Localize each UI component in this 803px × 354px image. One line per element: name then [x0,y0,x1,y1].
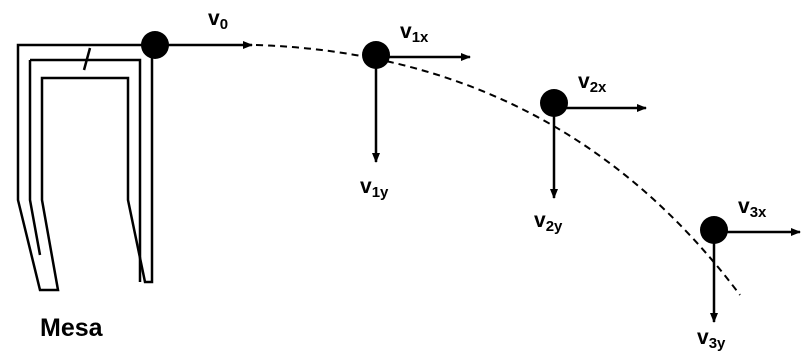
ball-3-circle [700,216,728,244]
ball-0-circle [141,31,169,59]
label-v0: v0 [208,7,228,33]
label-v2x: v2x [578,70,607,96]
trajectory-path [255,44,741,296]
table-inner-left-leg [28,60,42,256]
label-v1x: v1x [400,20,429,46]
table-drawer-mark [82,47,92,71]
label-v3y: v3y [697,326,726,352]
ball-1-circle [362,41,390,69]
label-v2y: v2y [534,209,563,235]
table-inner-right-leg [128,58,142,282]
table-label: Mesa [40,314,104,342]
table-outer-outline [16,43,154,292]
table-drawing [16,43,154,292]
ball-2 [540,89,647,199]
ball-3 [700,216,801,323]
label-v3x: v3x [738,195,767,221]
ball-2-circle [540,89,568,117]
ball-0 [141,31,253,59]
ball-1 [362,41,471,163]
label-v1y: v1y [360,175,389,201]
